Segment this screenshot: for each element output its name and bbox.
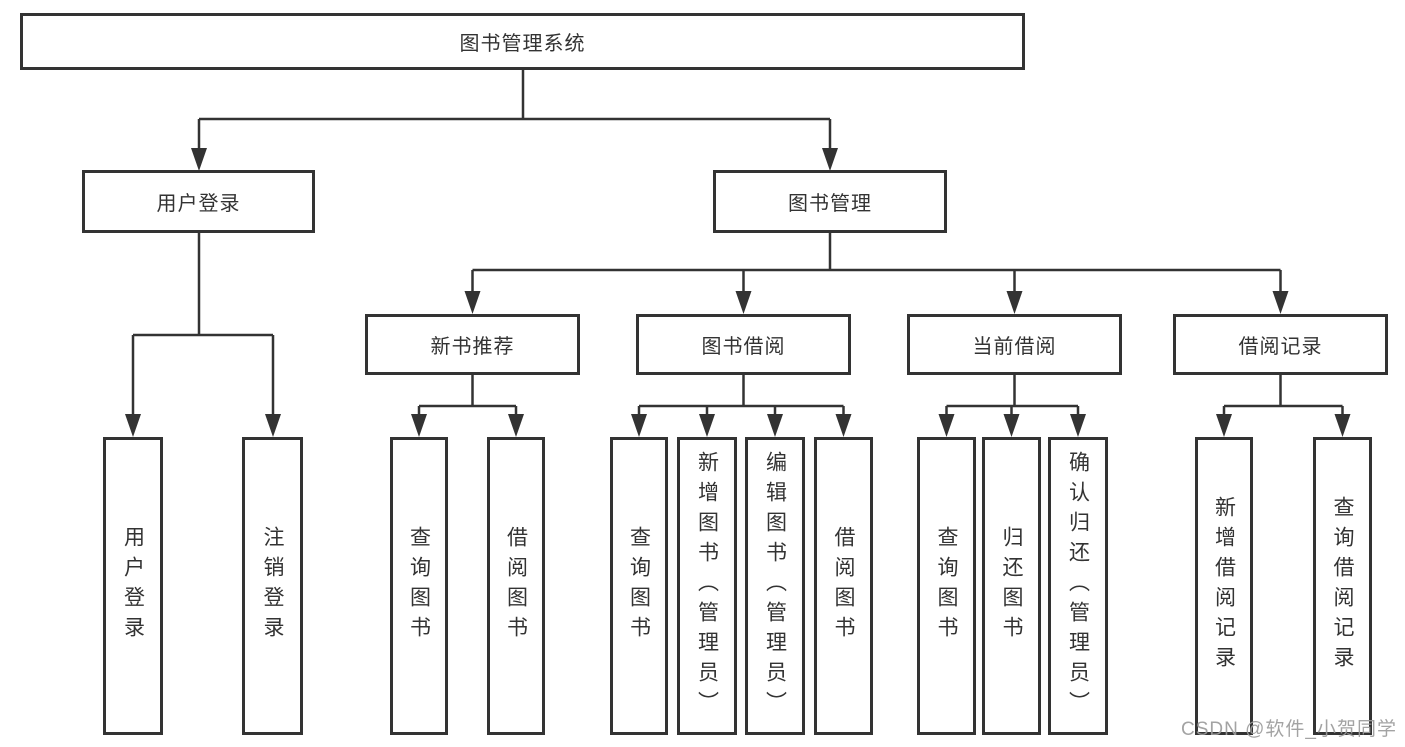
leaf-borrow-query-books: 查询图书 [610, 437, 668, 735]
leaf-current-confirm-return-admin-label: 确认归还（管理员） [1066, 451, 1090, 721]
leaf-borrow-add-books-admin-label: 新增图书（管理员） [695, 451, 719, 721]
csdn-watermark: CSDN @软件_小贺同学 [1181, 719, 1397, 740]
leaf-current-return-books-label: 归还图书 [1000, 526, 1023, 646]
leaf-records-add-record-label: 新增借阅记录 [1212, 496, 1236, 676]
node-current-borrow: 当前借阅 [907, 314, 1122, 375]
node-root: 图书管理系统 [20, 13, 1025, 70]
leaf-borrow-edit-books-admin: 编辑图书（管理员） [745, 437, 805, 735]
leaf-recommend-borrow-books-label: 借阅图书 [504, 526, 528, 646]
leaf-user-login-label: 用户登录 [121, 526, 145, 646]
node-user-login-label: 用户登录 [156, 193, 241, 215]
leaf-records-query-record-label: 查询借阅记录 [1331, 496, 1354, 676]
node-current-borrow-label: 当前借阅 [972, 336, 1057, 358]
node-book-management-label: 图书管理 [788, 193, 872, 215]
node-root-label: 图书管理系统 [459, 33, 586, 55]
leaf-records-query-record: 查询借阅记录 [1313, 437, 1372, 735]
node-book-borrow-label: 图书借阅 [701, 336, 786, 358]
node-book-management: 图书管理 [713, 170, 947, 233]
node-new-book-recommend-label: 新书推荐 [430, 336, 515, 358]
node-borrow-records-label: 借阅记录 [1238, 336, 1323, 358]
leaf-user-login: 用户登录 [103, 437, 163, 735]
leaf-borrow-borrow-books: 借阅图书 [814, 437, 873, 735]
node-book-borrow: 图书借阅 [636, 314, 851, 375]
leaf-borrow-borrow-books-label: 借阅图书 [832, 526, 855, 646]
leaf-borrow-add-books-admin: 新增图书（管理员） [677, 437, 737, 735]
leaf-borrow-edit-books-admin-label: 编辑图书（管理员） [763, 451, 787, 721]
leaf-logout: 注销登录 [242, 437, 303, 735]
leaf-records-add-record: 新增借阅记录 [1195, 437, 1253, 735]
leaf-recommend-borrow-books: 借阅图书 [487, 437, 545, 735]
leaf-current-confirm-return-admin: 确认归还（管理员） [1048, 437, 1108, 735]
node-user-login: 用户登录 [82, 170, 315, 233]
leaf-current-return-books: 归还图书 [982, 437, 1041, 735]
node-borrow-records: 借阅记录 [1173, 314, 1388, 375]
leaf-borrow-query-books-label: 查询图书 [627, 526, 651, 646]
leaf-logout-label: 注销登录 [261, 526, 284, 646]
leaf-recommend-query-books: 查询图书 [390, 437, 448, 735]
leaf-current-query-books: 查询图书 [917, 437, 976, 735]
leaf-current-query-books-label: 查询图书 [935, 526, 958, 646]
node-new-book-recommend: 新书推荐 [365, 314, 580, 375]
leaf-recommend-query-books-label: 查询图书 [407, 526, 431, 646]
